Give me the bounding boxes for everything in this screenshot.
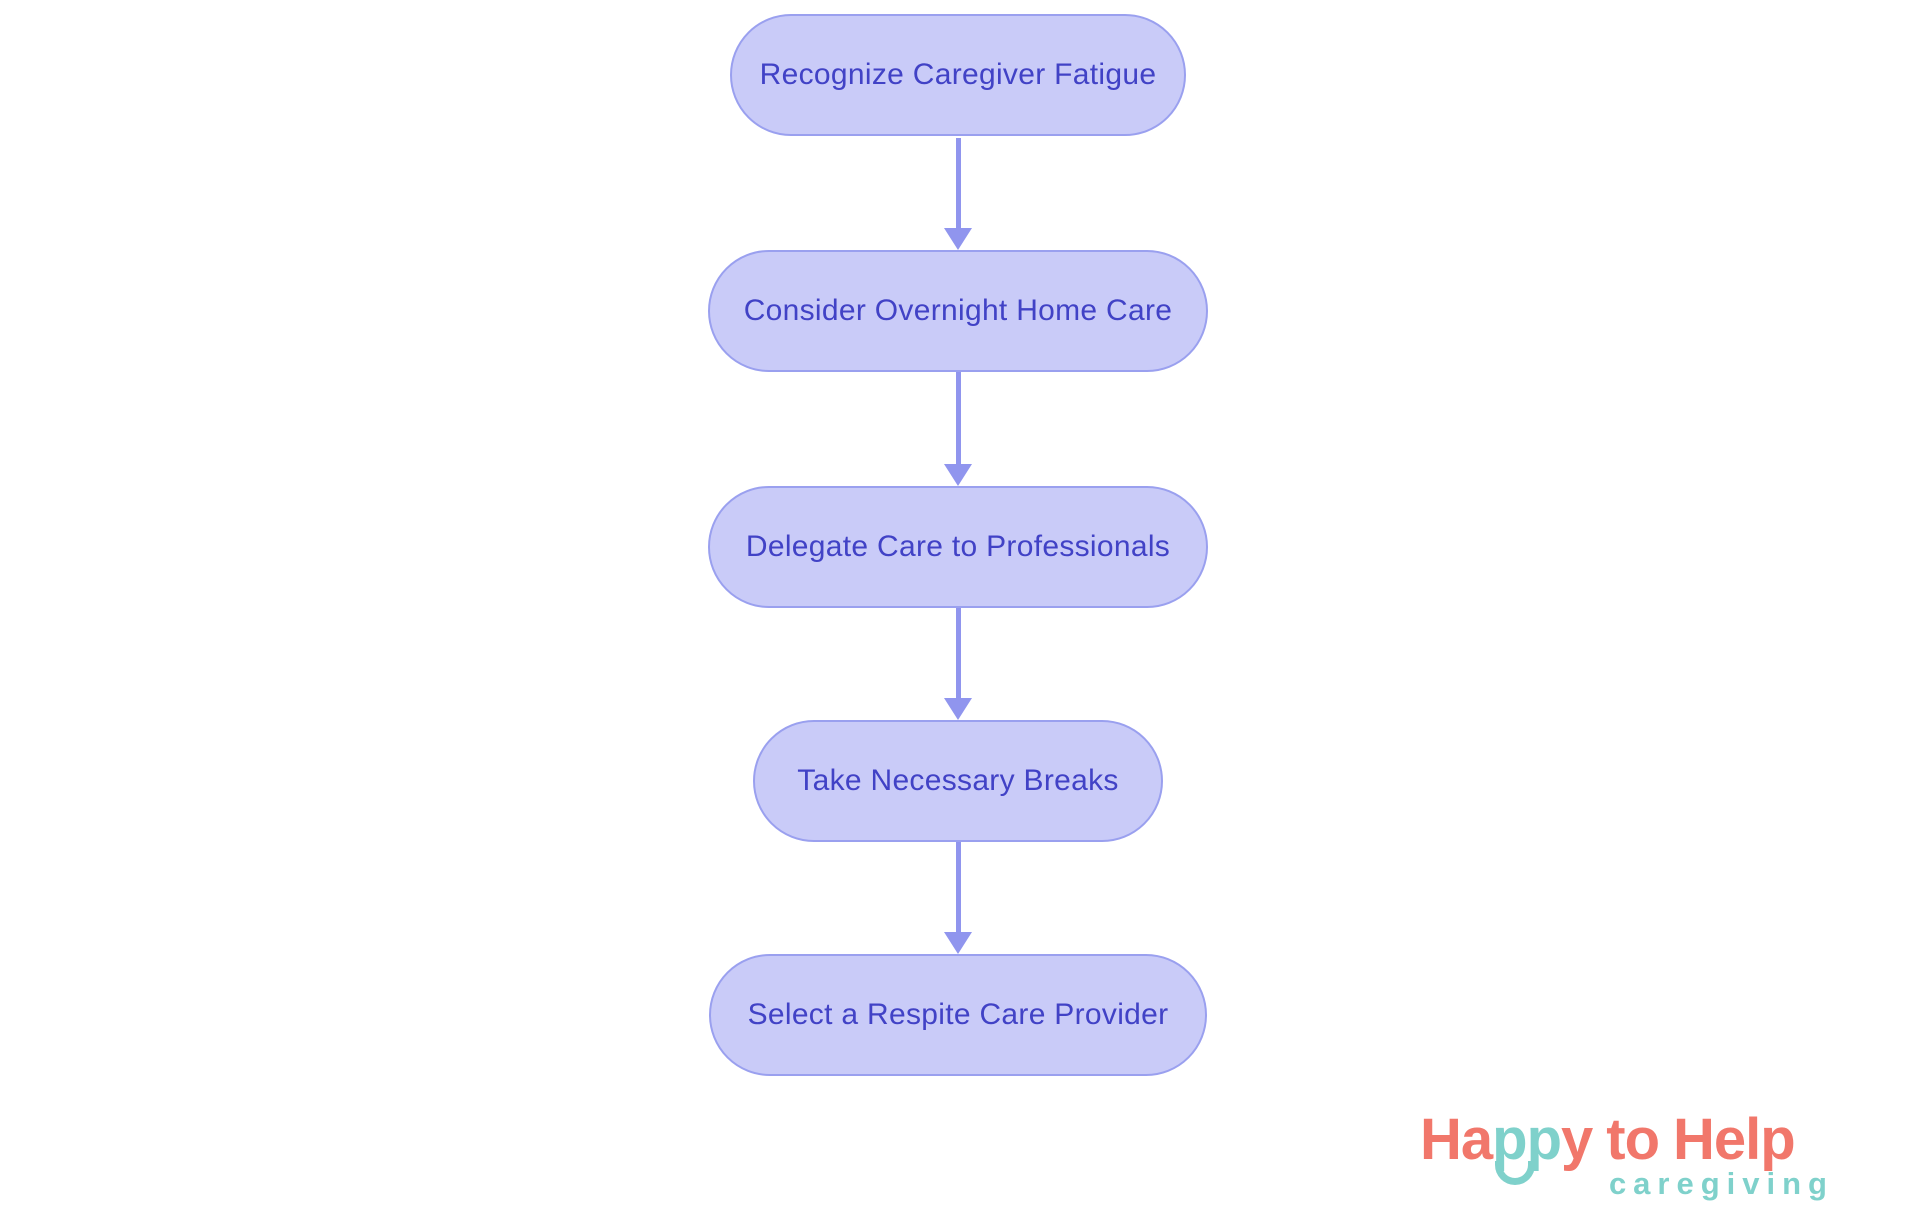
connector-arrow — [944, 138, 972, 250]
flow-node-recognize-caregiver-fatigue: Recognize Caregiver Fatigue — [730, 14, 1186, 136]
flow-node-take-necessary-breaks: Take Necessary Breaks — [753, 720, 1163, 842]
arrow-down-icon — [944, 698, 972, 720]
arrow-down-icon — [944, 228, 972, 250]
connector-arrow — [944, 372, 972, 486]
flow-node-label: Delegate Care to Professionals — [745, 530, 1171, 563]
logo-text-help: Help — [1673, 1107, 1796, 1172]
arrow-line — [955, 138, 961, 228]
flow-node-label: Select a Respite Care Provider — [747, 998, 1169, 1031]
logo-text-ha: Ha — [1420, 1107, 1493, 1172]
flow-node-label: Take Necessary Breaks — [797, 764, 1119, 797]
connector-arrow — [944, 842, 972, 954]
arrow-down-icon — [944, 464, 972, 486]
logo-subtitle: caregiving — [1608, 1166, 1834, 1201]
arrow-line — [955, 372, 961, 464]
arrow-down-icon — [944, 932, 972, 954]
logo-text-to: to — [1606, 1107, 1660, 1172]
flow-node-select-a-respite-care-provider: Select a Respite Care Provider — [709, 954, 1207, 1076]
logo-text-y: y — [1561, 1107, 1593, 1172]
flow-node-delegate-care-to-professionals: Delegate Care to Professionals — [708, 486, 1208, 608]
smile-icon — [1495, 1161, 1536, 1185]
arrow-line — [955, 842, 961, 932]
flow-node-label: Recognize Caregiver Fatigue — [759, 58, 1157, 91]
flow-node-label: Consider Overnight Home Care — [743, 294, 1173, 327]
logo-pp-with-smile: pp — [1492, 1106, 1562, 1185]
flow-node-consider-overnight-home-care: Consider Overnight Home Care — [708, 250, 1208, 372]
connector-arrow — [944, 608, 972, 720]
arrow-line — [955, 608, 961, 698]
